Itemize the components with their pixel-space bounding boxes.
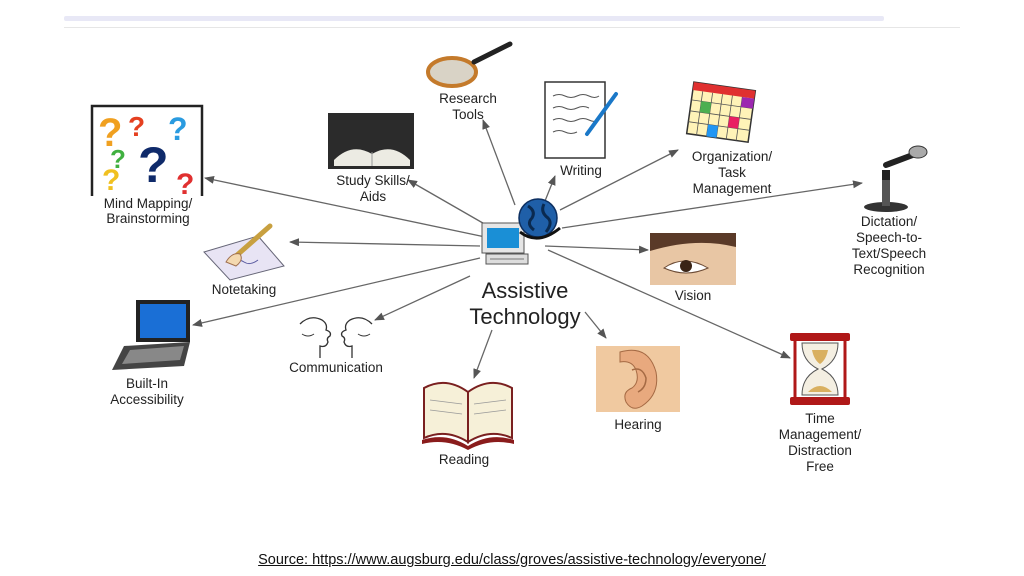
label-hearing: Hearing	[614, 417, 662, 432]
label-vision: Vision	[674, 288, 712, 303]
svg-text:?: ?	[110, 144, 126, 174]
svg-text:?: ?	[128, 111, 145, 142]
svg-text:?: ?	[98, 111, 122, 155]
arrow-hearing	[584, 311, 607, 339]
arrow-study-skills	[407, 179, 496, 231]
top-decorative-bar	[64, 16, 884, 21]
arrow-notetaking	[289, 238, 481, 247]
arrow-built-in	[192, 257, 481, 327]
label-reading: Reading	[438, 452, 490, 467]
calendar-icon	[685, 81, 757, 144]
writing-icon	[544, 81, 618, 159]
svg-text:?: ?	[168, 111, 188, 147]
label-time-management: Time Management/ Distraction Free	[778, 411, 862, 474]
diagram-title: Assistive Technology	[469, 278, 581, 329]
eye-icon	[650, 233, 736, 285]
communication-icon	[299, 317, 373, 358]
hourglass-icon	[790, 333, 850, 405]
svg-text:?: ?	[102, 164, 120, 197]
arrow-time-management	[547, 249, 791, 359]
ear-icon	[596, 346, 680, 412]
arrow-dictation	[561, 180, 863, 229]
open-book-icon	[422, 381, 514, 450]
source-link[interactable]: Source: https://www.augsburg.edu/class/g…	[258, 552, 766, 568]
label-built-in-accessibility: Built-In Accessibility	[110, 376, 184, 407]
laptop-icon	[112, 300, 190, 370]
center-computer-icon	[481, 222, 529, 265]
label-study-skills: Study Skills/ Aids	[336, 173, 410, 204]
arrow-communication	[374, 275, 471, 321]
arrow-reading	[473, 329, 493, 379]
arrow-vision	[544, 245, 649, 254]
notetaking-icon	[203, 223, 285, 281]
arrow-research-tools	[482, 119, 516, 206]
label-research-tools: Research Tools	[439, 91, 497, 122]
label-communication: Communication	[289, 360, 383, 375]
label-organization: Organization/ Task Management	[691, 149, 773, 196]
label-mind-mapping: Mind Mapping/ Brainstorming	[86, 196, 210, 226]
arrow-organization	[559, 149, 679, 211]
label-writing: Writing	[560, 163, 602, 178]
label-notetaking: Notetaking	[211, 282, 277, 297]
globe-icon	[518, 198, 561, 240]
arrow-mind-mapping	[204, 175, 491, 239]
connector-arrows	[192, 119, 863, 379]
magnifier-icon	[426, 41, 513, 88]
svg-text:?: ?	[138, 137, 169, 193]
microphone-icon	[864, 145, 928, 212]
top-divider	[64, 27, 960, 28]
svg-text:?: ?	[176, 168, 194, 201]
study-skills-icon	[328, 113, 414, 169]
label-dictation: Dictation/ Speech-to- Text/Speech Recogn…	[851, 214, 927, 277]
